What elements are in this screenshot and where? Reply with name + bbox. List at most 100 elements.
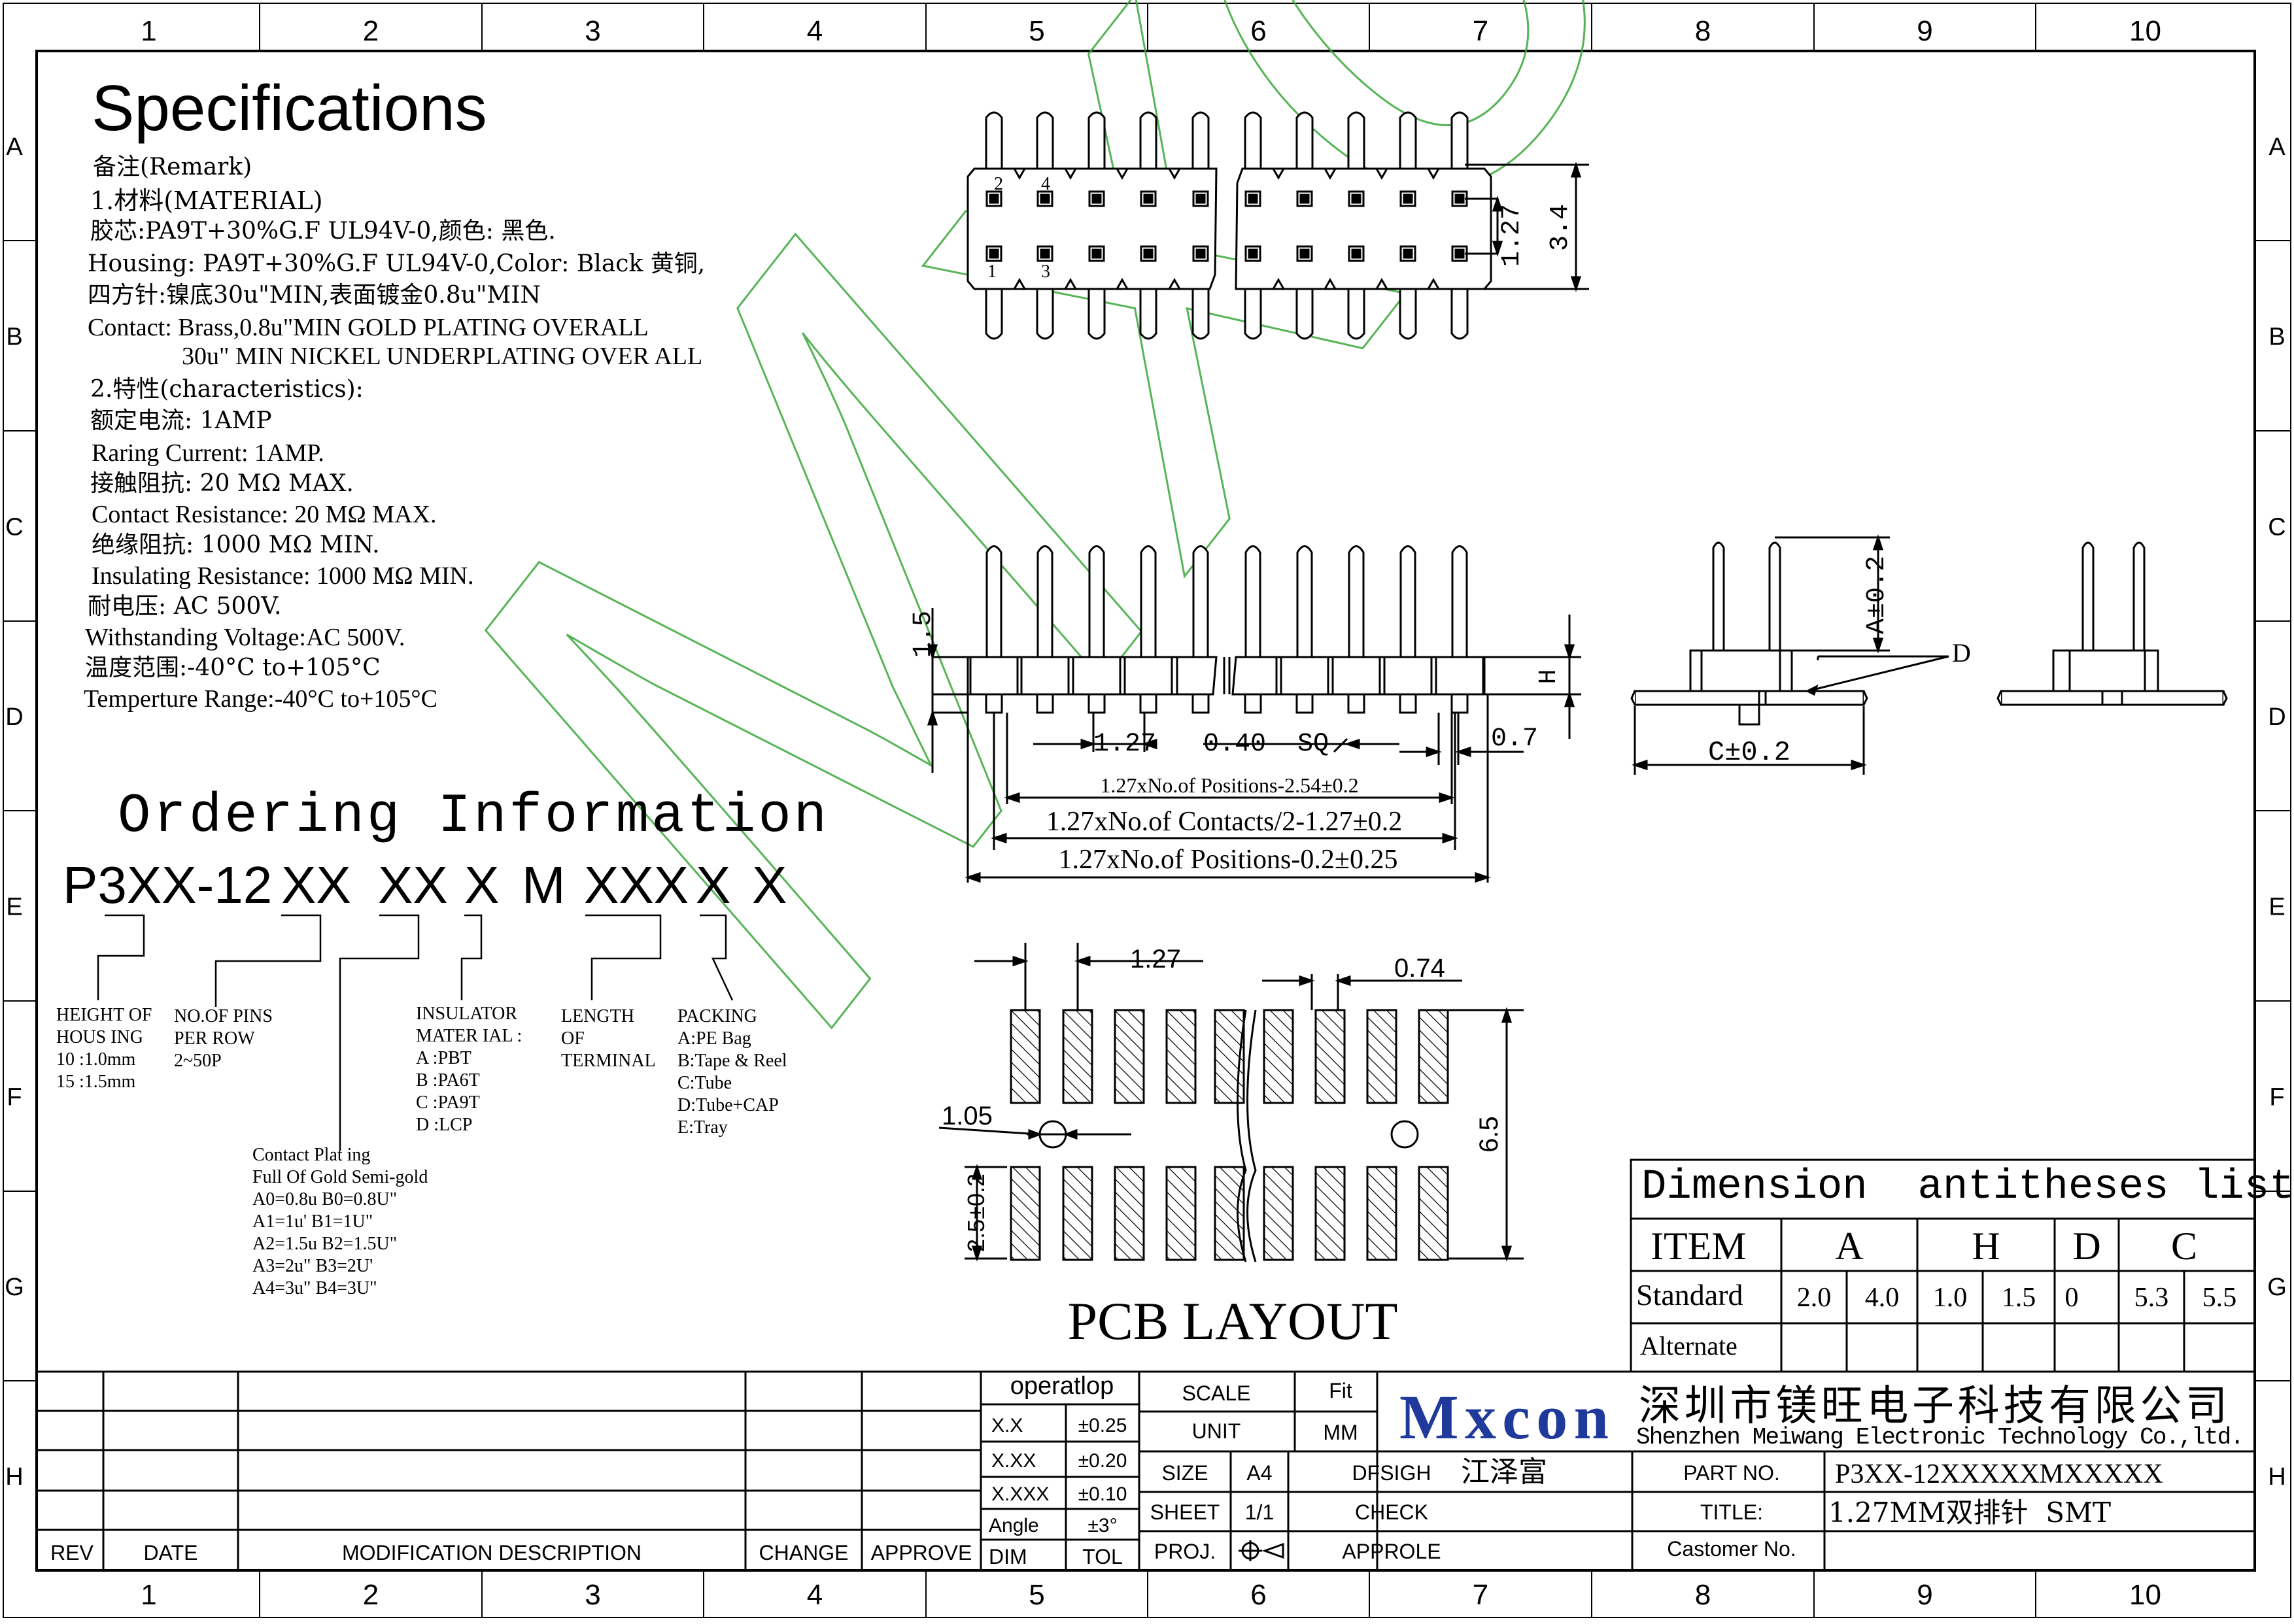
pcb-title: PCB LAYOUT xyxy=(1067,1291,1397,1351)
grid-col-label: 6 xyxy=(1250,15,1266,47)
dim-table-col-H: H xyxy=(1972,1225,2000,1268)
spec-title: Specifications xyxy=(92,72,487,144)
ordering-packing-line: D:Tube+CAP xyxy=(677,1095,779,1115)
spec-line: 四方针:镍底30u"MIN,表面镀金0.8u"MIN xyxy=(88,282,541,309)
ordering-height-block: HEIGHT OF HOUS ING 10 :1.0mm 15 :1.5mm xyxy=(56,1004,152,1093)
ordering-plating-line: A0=0.8u B0=0.8U" xyxy=(252,1189,398,1210)
tb-size-label: SIZE xyxy=(1161,1461,1208,1485)
dim-table-col-D: D xyxy=(2072,1225,2100,1268)
spec-line: 30u" MIN NICKEL UNDERPLATING OVER ALL xyxy=(182,343,703,370)
grid-col-label: 5 xyxy=(1029,15,1044,47)
tb-tol-angle-label: Angle xyxy=(989,1515,1039,1536)
front-dim-positions-2-54: 1.27xNo.of Positions-2.54±0.2 xyxy=(1100,773,1358,797)
dim-table-std-A-min: 2.0 xyxy=(1797,1283,1832,1313)
spec-line: Insulating Resistance: 1000 MΩ MIN. xyxy=(92,562,474,590)
grid-col-label: 2 xyxy=(363,1579,379,1611)
ordering-plating-line: A4=3u" B4=3U" xyxy=(252,1278,377,1298)
ordering-length-block: LENGTH OF TERMINAL xyxy=(561,1006,656,1072)
top-dim-pitch: 1.27 xyxy=(1498,204,1527,267)
pcb-dim-pad-length: 2.5±0.2 xyxy=(963,1174,989,1252)
ordering-title: Ordering Information xyxy=(118,786,830,848)
tb-operatlop: operatlop xyxy=(1010,1372,1114,1400)
ordering-length-line: TERMINAL xyxy=(561,1051,656,1071)
spec-line: 2.特性(characteristics): xyxy=(90,376,364,403)
dim-table-std-H-max: 1.5 xyxy=(2002,1283,2036,1313)
tb-title-label: TITLE: xyxy=(1700,1500,1763,1524)
ordering-height-line: HEIGHT OF xyxy=(56,1005,152,1025)
grid-row-label: E xyxy=(2268,894,2285,921)
code-length: XXX xyxy=(584,856,689,914)
grid-row-label: H xyxy=(5,1463,23,1491)
grid-col-label: 9 xyxy=(1917,15,1932,47)
grid-col-label: 10 xyxy=(2129,1579,2161,1611)
top-view xyxy=(967,111,1589,340)
dim-table-std-A-max: 4.0 xyxy=(1865,1283,1900,1313)
grid-row-label: E xyxy=(6,894,22,921)
ordering-plating-line: Full Of Gold Semi-gold xyxy=(252,1167,428,1187)
code-insulator: X xyxy=(464,856,500,914)
grid-col-label: 1 xyxy=(141,15,156,47)
grid-col-label: 4 xyxy=(807,1579,823,1611)
spec-line: 温度范围:-40°C to+105°C xyxy=(85,654,381,681)
code-prefix: P3XX-12 xyxy=(63,856,273,914)
ordering-insulator-block: INSULATOR MATER IAL : A :PBT B :PA6T C :… xyxy=(416,1003,522,1136)
ordering-plating-line: Contact Plat ing xyxy=(252,1145,371,1165)
grid-row-label: B xyxy=(6,324,22,351)
grid-row-label: A xyxy=(6,133,23,161)
grid-row-label: D xyxy=(2268,703,2285,731)
title-block-grid xyxy=(37,1370,2255,1570)
front-dim-sq: 0.40 SQ xyxy=(1203,730,1329,759)
ordering-height-line: 10 :1.0mm xyxy=(56,1049,136,1070)
ordering-packing-line: C:Tube xyxy=(677,1073,732,1093)
grid-col-label: 7 xyxy=(1473,1579,1488,1611)
grid-col-label: 6 xyxy=(1250,1579,1266,1611)
dim-table-std-D: 0 xyxy=(2065,1283,2079,1313)
tb-rev-header: REV xyxy=(50,1541,94,1565)
front-dim-contacts: 1.27xNo.of Contacts/2-1.27±0.2 xyxy=(1046,807,1403,837)
tb-tol-3-label: X.XXX xyxy=(991,1483,1049,1505)
pcb-dim-pad-width: 0.74 xyxy=(1394,954,1445,983)
dim-table-std-C-max: 5.5 xyxy=(2202,1283,2237,1313)
grid-row-label: H xyxy=(2268,1463,2285,1491)
tb-tol-1-label: X.X xyxy=(991,1415,1023,1436)
grid-col-label: 10 xyxy=(2129,15,2161,47)
tb-tol-2-label: X.XX xyxy=(991,1450,1036,1472)
ordering-packing-line: PACKING xyxy=(677,1006,757,1026)
ordering-plating-block: Contact Plat ing Full Of Gold Semi-gold … xyxy=(252,1144,428,1300)
code-height: XX xyxy=(281,856,351,914)
front-view xyxy=(927,545,1581,883)
tb-part-no-label: PART NO. xyxy=(1683,1461,1780,1485)
ordering-packing-line: A:PE Bag xyxy=(677,1028,751,1049)
grid-col-label: 8 xyxy=(1695,15,1711,47)
side-view-plain xyxy=(1996,541,2228,706)
side-dim-D: D xyxy=(1952,638,1971,668)
side-dim-A: A±0.2 xyxy=(1862,556,1892,634)
tb-dim-label: DIM xyxy=(989,1545,1027,1568)
code-pins: XX xyxy=(378,856,448,914)
dim-table-col-C: C xyxy=(2171,1225,2197,1268)
spec-line: Contact: Brass,0.8u"MIN GOLD PLATING OVE… xyxy=(88,314,649,341)
grid-row-label: D xyxy=(5,703,23,731)
spec-line: Temperture Range:-40°C to+105°C xyxy=(84,685,437,713)
grid-row-label: G xyxy=(2267,1274,2287,1301)
dim-table-alternate-label: Alternate xyxy=(1640,1331,1738,1361)
front-dim-positions-0-2: 1.27xNo.of Positions-0.2±0.25 xyxy=(1059,845,1398,875)
ordering-plating-line: A1=1u' B1=1U" xyxy=(252,1211,373,1232)
grid-col-label: 3 xyxy=(585,1579,600,1611)
dim-table-standard-label: Standard xyxy=(1636,1278,1743,1311)
ordering-packing-line: E:Tray xyxy=(677,1117,728,1138)
front-dim-pitch: 1.27 xyxy=(1093,730,1156,759)
ordering-insulator-line: MATER IAL : xyxy=(416,1026,522,1046)
ordering-insulator-line: A :PBT xyxy=(416,1048,471,1068)
tb-unit-label: UNIT xyxy=(1192,1419,1241,1443)
grid-row-label: C xyxy=(2268,514,2285,541)
dim-table-std-C-min: 5.3 xyxy=(2134,1283,2169,1313)
tb-scale-value: Fit xyxy=(1329,1379,1352,1402)
tb-tol-1-value: ±0.25 xyxy=(1078,1415,1127,1436)
ordering-length-line: OF xyxy=(561,1028,585,1049)
grid-col-label: 8 xyxy=(1695,1579,1711,1611)
grid-col-label: 3 xyxy=(585,15,600,47)
tb-change-header: CHANGE xyxy=(759,1541,849,1565)
tb-title-value: 1.27MM双排针 SMT xyxy=(1828,1497,2111,1529)
